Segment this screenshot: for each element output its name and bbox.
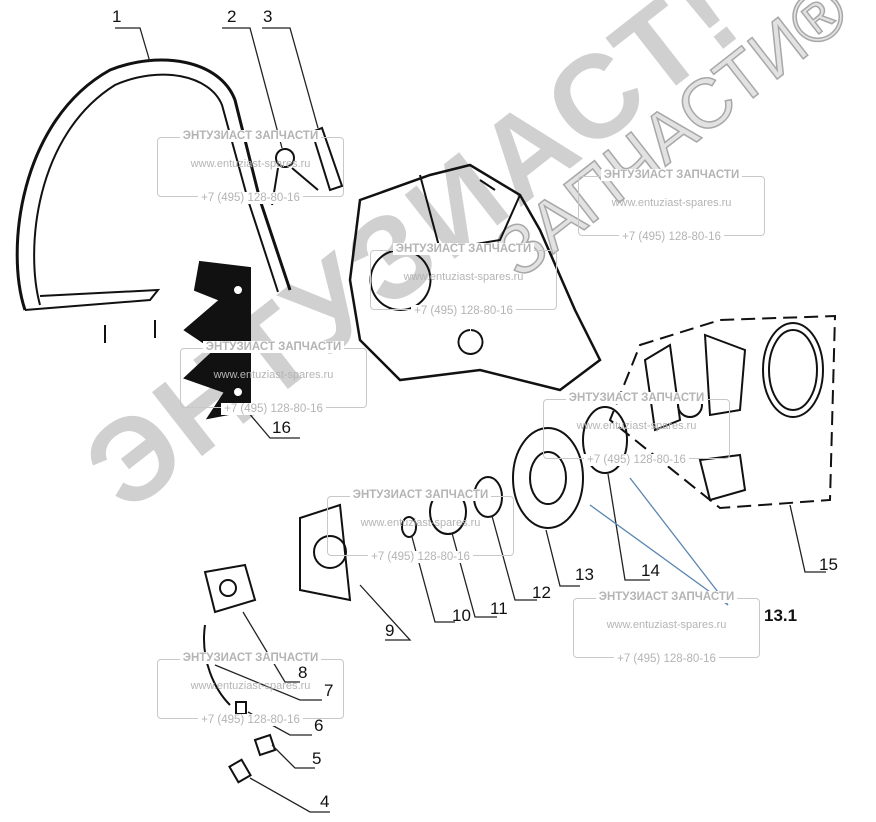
watermark-title: ЭНТУЗИАСТ ЗАПЧАСТИ (565, 392, 708, 404)
watermark-phone: +7 (495) 128-80-16 (411, 305, 516, 317)
watermark-box: ЭНТУЗИАСТ ЗАПЧАСТИ www.entuziast-spares.… (327, 489, 514, 563)
watermark-phone: +7 (495) 128-80-16 (221, 403, 326, 415)
label-7: 7 (324, 681, 334, 700)
label-13: 13 (575, 565, 594, 584)
label-13-1: 13.1 (764, 606, 798, 625)
label-11: 11 (490, 599, 508, 618)
watermark-site: www.entuziast-spares.ru (190, 680, 311, 692)
label-4: 4 (320, 792, 330, 811)
part-clutch-ring (762, 322, 824, 418)
watermark-box: ЭНТУЗИАСТ ЗАПЧАСТИ www.entuziast-spares.… (543, 392, 730, 466)
watermark-site: www.entuziast-spares.ru (403, 271, 524, 283)
part-clutch-box (608, 314, 837, 510)
part-small-washer (401, 516, 417, 538)
watermark-site: www.entuziast-spares.ru (576, 420, 697, 432)
label-10: 10 (452, 606, 471, 625)
label-6: 6 (314, 716, 324, 735)
label-1: 1 (112, 7, 122, 26)
watermark-site: www.entuziast-spares.ru (360, 517, 481, 529)
watermark-title: ЭНТУЗИАСТ ЗАПЧАСТИ (392, 243, 535, 255)
watermark-site: www.entuziast-spares.ru (213, 369, 334, 381)
watermark-box: ЭНТУЗИАСТ ЗАПЧАСТИ www.entuziast-spares.… (157, 130, 344, 204)
label-14: 14 (641, 561, 660, 580)
watermark-box: ЭНТУЗИАСТ ЗАПЧАСТИ www.entuziast-spares.… (157, 652, 344, 726)
label-15: 15 (819, 555, 838, 574)
watermark-phone: +7 (495) 128-80-16 (584, 454, 689, 466)
part-washer (582, 406, 628, 474)
part-bumper-spike (183, 260, 251, 420)
watermark-box: ЭНТУЗИАСТ ЗАПЧАСТИ www.entuziast-spares.… (573, 591, 760, 665)
label-3: 3 (263, 7, 273, 26)
watermark-title: ЭНТУЗИАСТ ЗАПЧАСТИ (179, 130, 322, 142)
watermark-title: ЭНТУЗИАСТ ЗАПЧАСТИ (202, 341, 345, 353)
part-clutch-drum (512, 427, 584, 529)
label-5: 5 (312, 749, 322, 768)
part-plug (228, 758, 252, 784)
part-oil-pump-plate (299, 503, 352, 602)
part-spring (275, 148, 295, 168)
part-crankcase (348, 163, 602, 392)
label-2: 2 (227, 7, 237, 26)
watermark-title: ЭНТУЗИАСТ ЗАПЧАСТИ (179, 652, 322, 664)
watermark-title: ЭНТУЗИАСТ ЗАПЧАСТИ (600, 169, 743, 181)
watermark-site: www.entuziast-spares.ru (190, 158, 311, 170)
watermark-phone: +7 (495) 128-80-16 (368, 551, 473, 563)
watermark-phone: +7 (495) 128-80-16 (198, 192, 303, 204)
part-pin (310, 126, 344, 192)
label-9: 9 (385, 621, 395, 640)
watermark-site: www.entuziast-spares.ru (606, 619, 727, 631)
part-front-handle (15, 58, 292, 311)
part-oil-pump (203, 563, 257, 614)
watermark-phone: +7 (495) 128-80-16 (619, 231, 724, 243)
watermark-box: ЭНТУЗИАСТ ЗАПЧАСТИ www.entuziast-spares.… (370, 243, 557, 317)
label-16: 16 (272, 418, 291, 437)
watermark-site: www.entuziast-spares.ru (611, 197, 732, 209)
label-12: 12 (532, 583, 551, 602)
watermark-box: ЭНТУЗИАСТ ЗАПЧАСТИ www.entuziast-spares.… (578, 169, 765, 243)
label-8: 8 (298, 663, 308, 682)
watermark-phone: +7 (495) 128-80-16 (198, 714, 303, 726)
watermark-phone: +7 (495) 128-80-16 (614, 653, 719, 665)
part-oil-hose (203, 624, 231, 706)
watermark-title: ЭНТУЗИАСТ ЗАПЧАСТИ (349, 489, 492, 501)
watermark-box: ЭНТУЗИАСТ ЗАПЧАСТИ www.entuziast-spares.… (180, 341, 367, 415)
watermark-title: ЭНТУЗИАСТ ЗАПЧАСТИ (595, 591, 738, 603)
part-oil-filter (253, 733, 277, 757)
